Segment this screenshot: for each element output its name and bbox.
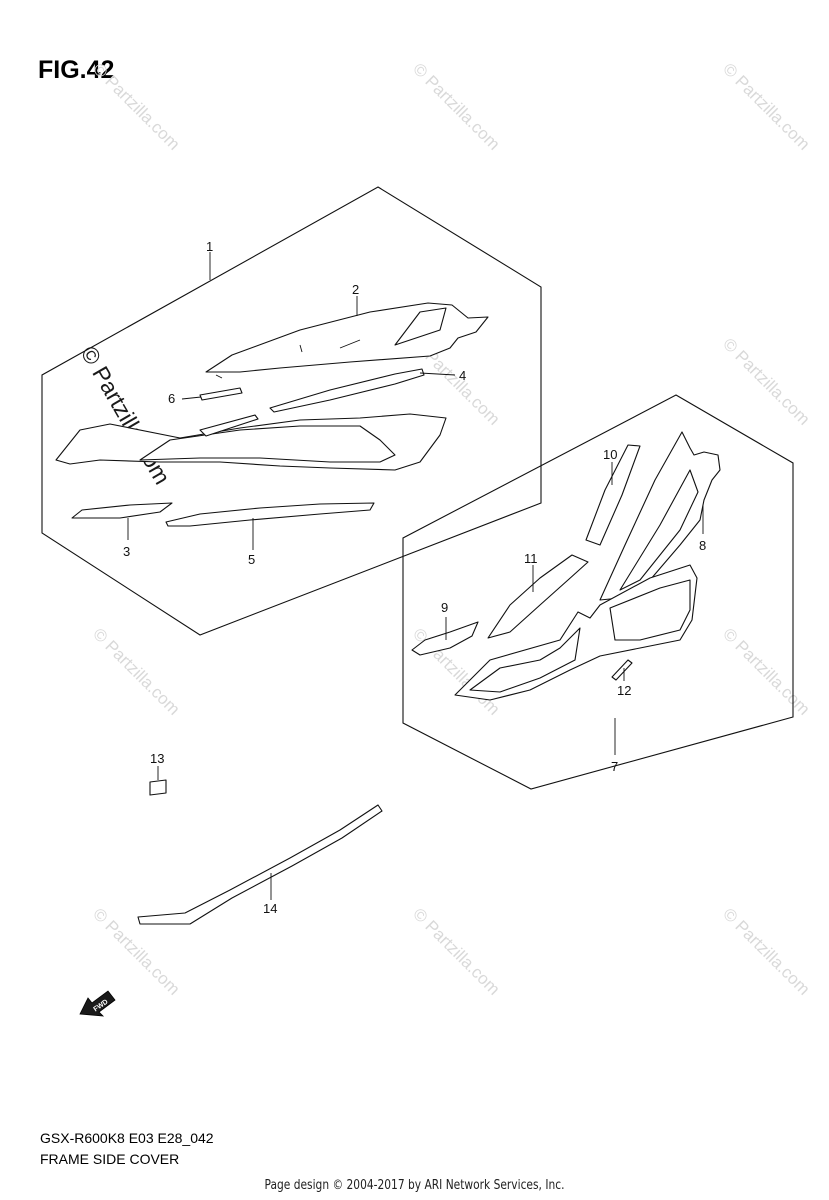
callout-9: 9 <box>441 600 448 615</box>
side-cover-top-strip <box>199 414 259 437</box>
callout-11: 11 <box>524 551 538 566</box>
watermark-text: © Partzilla.com <box>719 59 813 153</box>
side-cover-inner-shape <box>139 425 396 463</box>
part-13-group: 13 <box>149 751 167 796</box>
part-14-shape <box>137 804 383 925</box>
assembly-7-outline <box>402 394 794 790</box>
page-footer: Page design © 2004-2017 by ARI Network S… <box>264 1178 565 1193</box>
part-3-shape <box>71 502 173 519</box>
watermark-text: © Partzilla.com <box>719 904 813 998</box>
part-4-shape <box>269 368 425 413</box>
part-10-shape <box>585 444 641 546</box>
callout-10: 10 <box>603 447 617 462</box>
fwd-arrow-shape <box>79 990 116 1017</box>
callout-8: 8 <box>699 538 706 553</box>
part-14-group: 14 <box>137 804 383 925</box>
model-code: GSX-R600K8 E03 E28_042 <box>40 1130 214 1146</box>
callout-4: 4 <box>459 368 466 383</box>
watermark-text: © Partzilla.com <box>719 624 813 718</box>
section-name: FRAME SIDE COVER <box>40 1151 180 1167</box>
assembly-7-group: 7 8 9 10 11 12 <box>402 394 794 790</box>
callout-12: 12 <box>617 683 631 698</box>
part-11-shape <box>487 554 589 639</box>
watermark-text: © Partzilla.com <box>409 904 503 998</box>
lower-cover-inner <box>469 627 581 693</box>
callout-6: 6 <box>168 391 175 406</box>
leader-4 <box>419 372 456 376</box>
part-13-shape <box>149 779 167 796</box>
part-2-detail-line <box>215 339 361 379</box>
part-6-shape <box>199 387 243 401</box>
callout-5: 5 <box>248 552 255 567</box>
callout-7: 7 <box>611 759 618 774</box>
part-5-shape <box>165 502 375 527</box>
lower-cover-panel <box>609 579 691 641</box>
leader-6 <box>181 396 202 400</box>
figure-title: FIG.42 <box>38 56 115 84</box>
part-9-shape <box>411 621 479 656</box>
callout-13: 13 <box>150 751 164 766</box>
watermark-text: © Partzilla.com <box>89 624 183 718</box>
fwd-arrow-icon: FWD <box>79 990 116 1017</box>
watermark-text: © Partzilla.com <box>409 59 503 153</box>
watermark-prominent: © Partzilla.com <box>76 342 176 489</box>
part-8-detail <box>619 469 699 591</box>
part-2-detail <box>394 307 447 346</box>
part-12-shape <box>611 659 633 681</box>
assembly-1-group: 1 2 3 4 5 6 <box>41 186 542 636</box>
callout-2: 2 <box>352 282 359 297</box>
callout-14: 14 <box>263 901 277 916</box>
callout-1: 1 <box>206 239 213 254</box>
watermark-text: © Partzilla.com <box>89 59 183 153</box>
watermark-text: © Partzilla.com <box>719 334 813 428</box>
assembly-1-outline <box>41 186 542 636</box>
callout-3: 3 <box>123 544 130 559</box>
